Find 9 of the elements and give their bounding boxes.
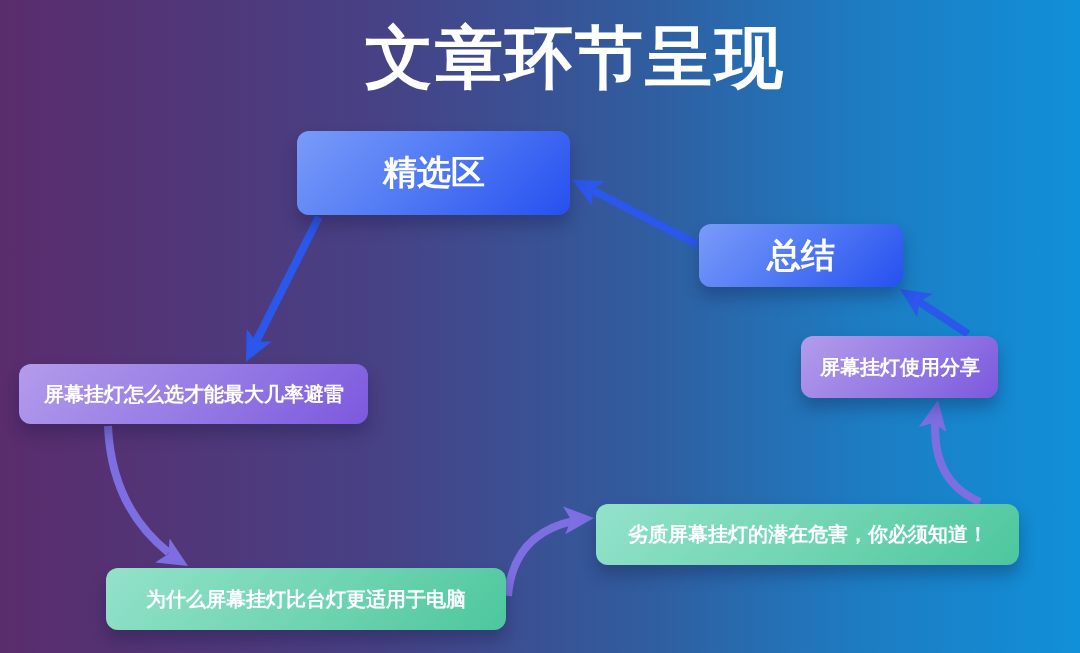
title: 文章环节呈现 bbox=[365, 17, 785, 99]
process-box: 屏幕挂灯怎么选才能最大几率避雷 bbox=[19, 364, 368, 424]
process-box: 总结 bbox=[699, 224, 903, 287]
process-box: 为什么屏幕挂灯比台灯更适用于电脑 bbox=[106, 568, 506, 630]
process-box: 精选区 bbox=[297, 131, 570, 215]
process-box: 劣质屏幕挂灯的潜在危害，你必须知道！ bbox=[596, 504, 1019, 565]
arrow bbox=[504, 507, 595, 597]
arrow bbox=[919, 399, 982, 506]
process-box: 屏幕挂灯使用分享 bbox=[801, 336, 998, 398]
